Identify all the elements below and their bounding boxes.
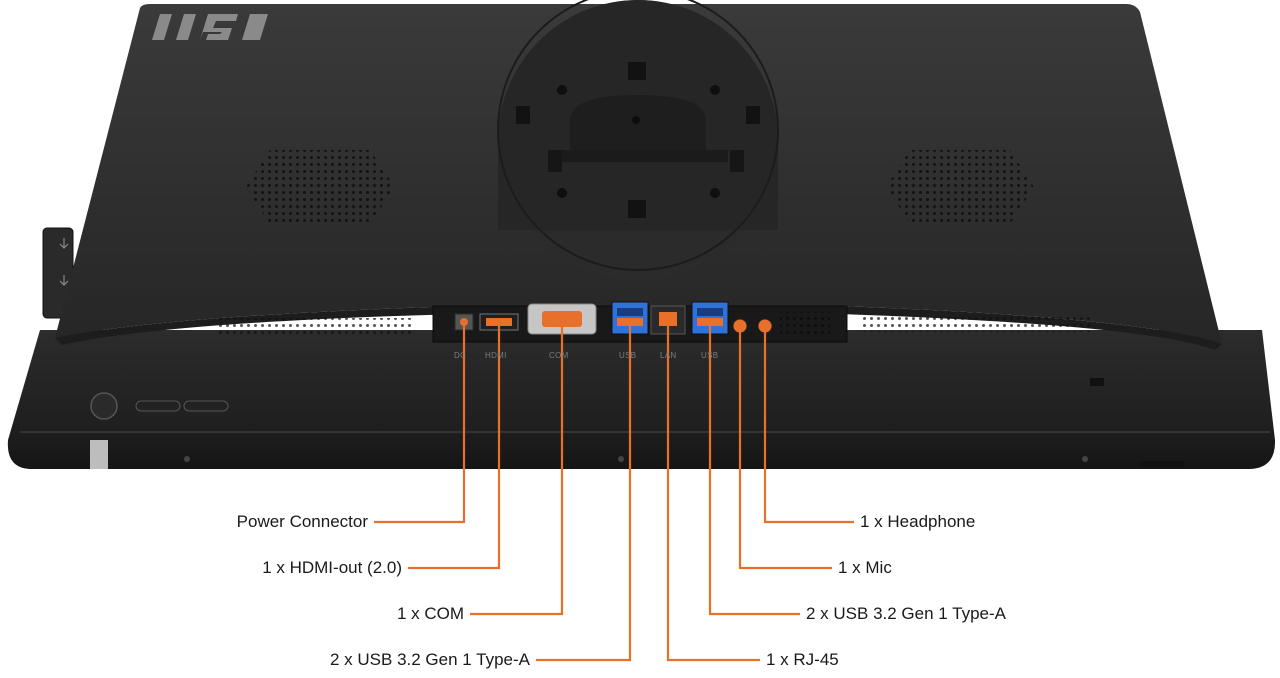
select-button xyxy=(183,400,229,412)
port-marking-usb-right: USB xyxy=(701,351,719,360)
port-marking-usb-left: USB xyxy=(619,351,637,360)
monitor-base xyxy=(7,330,1276,469)
msi-logo xyxy=(152,14,268,40)
callout-label-hdmi: 1 x HDMI-out (2.0) xyxy=(262,558,402,577)
menu-button xyxy=(135,400,181,412)
port-marking-hdmi: HDMI xyxy=(485,351,507,360)
callout-line-hdmi xyxy=(408,326,501,570)
callout-label-power: Power Connector xyxy=(236,512,368,531)
callout-label-mic: 1 x Mic xyxy=(838,558,892,577)
speaker-grille-icon xyxy=(246,150,395,224)
power-button-icon xyxy=(90,392,118,420)
callout-label-com: 1 x COM xyxy=(396,604,464,623)
port-marking-lan: LAN xyxy=(660,351,677,360)
callout-label-usb-left: 2 x USB 3.2 Gen 1 Type-A xyxy=(329,650,530,669)
callout-line-usb-left xyxy=(536,322,632,662)
callout-line-mic xyxy=(738,326,832,570)
callout-label-usb-right: 2 x USB 3.2 Gen 1 Type-A xyxy=(806,604,1007,623)
port-marking-dc: DC xyxy=(454,351,467,360)
callout-line-headphone xyxy=(763,326,854,524)
callout-lines xyxy=(374,320,854,662)
callout-line-usb-right xyxy=(708,322,800,616)
port-marking-com: COM xyxy=(549,351,569,360)
callout-line-com xyxy=(470,320,564,616)
callout-line-power xyxy=(374,326,466,524)
vesa-mount-icon xyxy=(497,0,779,280)
callout-label-rj45: 1 x RJ-45 xyxy=(766,650,839,669)
callout-label-headphone: 1 x Headphone xyxy=(860,512,976,531)
callout-line-rj45 xyxy=(666,320,760,662)
usb-icon xyxy=(59,238,69,286)
speaker-grille-icon xyxy=(886,150,1034,224)
